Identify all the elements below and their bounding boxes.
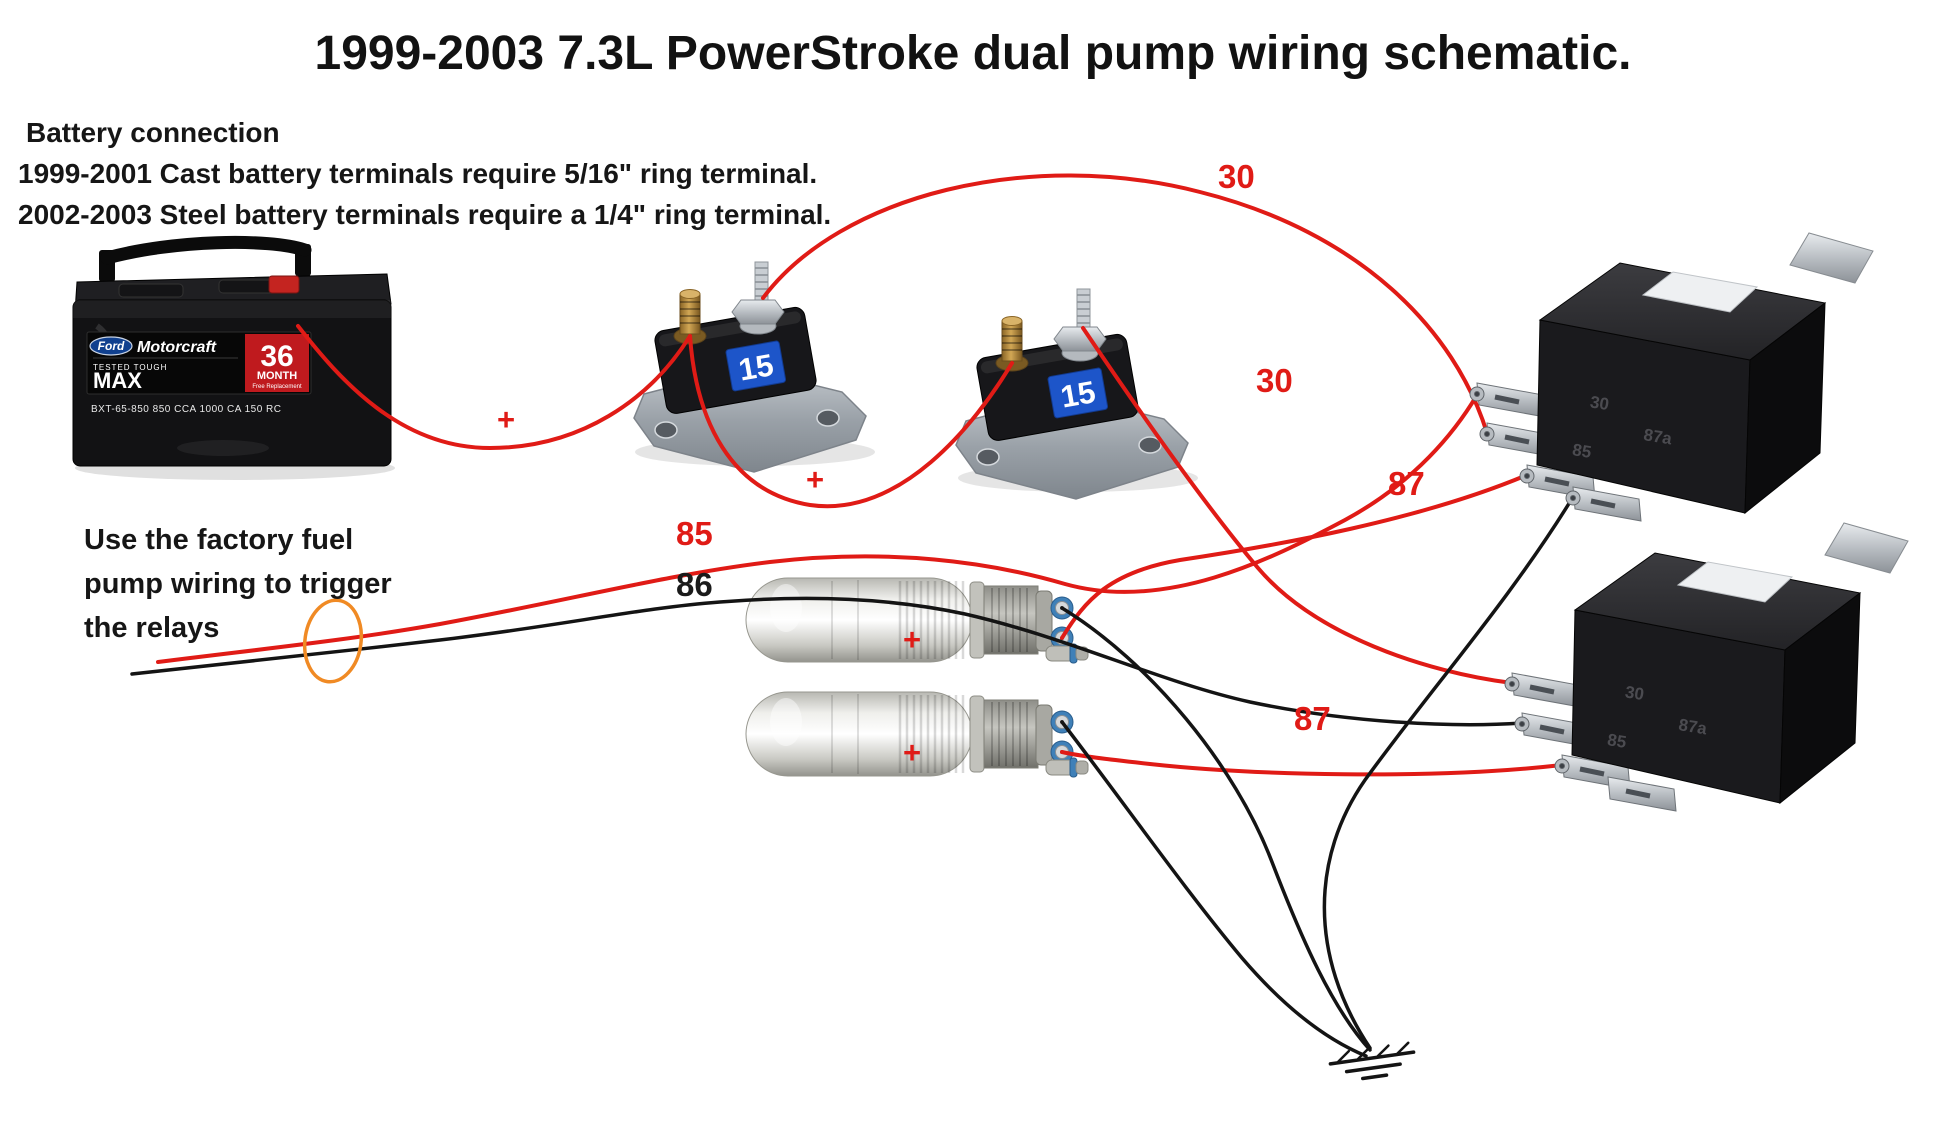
pump2-collar (969, 695, 985, 773)
pump1-seams (831, 580, 859, 660)
battery-months: 36 (260, 340, 293, 373)
wire-87-relay2-to-pump2 (1060, 750, 1564, 777)
wire-87-relay1-to-pump1 (1060, 473, 1529, 640)
pump2-sheen (770, 698, 802, 746)
pump1-collar (969, 581, 985, 659)
battery-case-sheen (73, 300, 391, 318)
ring-terminals (1469, 386, 1581, 774)
label-plus-battery: + (497, 402, 516, 437)
fuel-pump-2 (745, 691, 1089, 778)
wire-breaker1-to-breaker2 (688, 334, 1014, 509)
battery-spec: BXT-65-850 850 CCA 1000 CA 150 RC (91, 404, 282, 415)
wires (130, 173, 1575, 1058)
wire-ground-pump1 (1060, 606, 1372, 1052)
pump1-outlet (1045, 643, 1089, 664)
label-30-relay1: 30 (1218, 158, 1255, 195)
breaker1-mount-hole-left (654, 421, 678, 439)
wire-battery-to-breaker1 (296, 324, 692, 451)
battery-notes-line1: 1999-2001 Cast battery terminals require… (18, 158, 818, 189)
pump2-outlet (1045, 757, 1089, 778)
battery-handle (100, 235, 312, 265)
pump1-end-plate (1035, 590, 1053, 652)
pump1-ribs (898, 581, 965, 659)
breaker1-rating-label (725, 340, 787, 392)
pump2-drum-ribs (991, 702, 1028, 766)
battery-notes: Battery connection 1999-2001 Cast batter… (18, 112, 831, 235)
relay1-label-sticker (1641, 271, 1759, 313)
relay2-side-face (1779, 591, 1861, 805)
relay1-side-face (1744, 301, 1826, 515)
label-30-relay2: 30 (1256, 362, 1293, 399)
breaker2-rating-label (1047, 367, 1109, 419)
label-86: 86 (676, 566, 713, 603)
relay1-pin-85: 85 (1571, 440, 1593, 462)
wire-30-breaker2-to-relay2 (1081, 326, 1514, 685)
relay1-mount-bracket (1789, 232, 1874, 284)
battery-month-label: MONTH (257, 370, 297, 382)
label-plus-pump1: + (903, 622, 922, 657)
battery-scuff (177, 440, 269, 456)
breaker2-silver-terminal (1053, 288, 1107, 362)
battery-warranty-box (245, 334, 309, 392)
label-plus-breaker2: + (806, 462, 825, 497)
circuit-breaker-2: 15 (955, 288, 1189, 500)
relay2-label-sticker (1676, 561, 1794, 603)
ground-symbol (1328, 1041, 1416, 1081)
battery-brand: Motorcraft (137, 339, 217, 356)
pump2-end-plate (1035, 704, 1053, 766)
relay2-pin-87a: 87a (1677, 715, 1709, 738)
relay2-molded-pin-labels: 30 87a 85 (1606, 682, 1709, 752)
relay-1: 30 87a 85 (1476, 232, 1874, 522)
label-87-relay2: 87 (1294, 700, 1331, 737)
label-plus-pump2: + (903, 735, 922, 770)
relay1-pin-87a: 87a (1642, 425, 1674, 448)
wire-ground-relay1 (1322, 495, 1575, 1050)
breaker1-mount-hole-right (816, 409, 840, 427)
battery: Ford Motorcraft TESTED TOUGH MAX 36 MONT… (72, 235, 392, 467)
battery-warranty-text: Free Replacement (252, 384, 302, 390)
breaker1-amp-rating: 15 (736, 347, 776, 387)
pump2-seams (831, 694, 859, 774)
relay2-pin-30: 30 (1624, 682, 1646, 704)
ford-logo-oval (89, 336, 133, 356)
pump2-end-drum (983, 699, 1039, 769)
label-85: 85 (676, 515, 713, 552)
breaker2-amp-rating: 15 (1058, 374, 1098, 414)
label-87-relay1: 87 (1388, 465, 1425, 502)
battery-notes-heading: Battery connection (26, 117, 280, 148)
wire-ground-pump2 (1060, 720, 1368, 1058)
breaker1-silver-terminal (731, 261, 785, 335)
pump1-sheen (770, 584, 802, 632)
wire-30-breaker1-to-relay1 (761, 173, 1489, 435)
battery-positive-cap (268, 275, 300, 294)
trigger-note: Use the factory fuel pump wiring to trig… (84, 524, 392, 644)
relay2-pin-85: 85 (1606, 730, 1628, 752)
relay-2: 30 87a 85 (1511, 522, 1909, 812)
wire-86-trigger-black (130, 596, 1524, 727)
pump2-ribs (898, 695, 965, 773)
relay2-mount-bracket (1824, 522, 1909, 574)
circuit-breaker-1: 15 (633, 261, 867, 473)
battery-vent-cap-left (118, 283, 184, 298)
breaker2-mount-hole-right (1138, 436, 1162, 454)
wire-85-trigger-red (156, 393, 1479, 664)
breaker2-mount-hole-left (976, 448, 1000, 466)
relay1-molded-pin-labels: 30 87a 85 (1571, 392, 1674, 462)
battery-notes-line2: 2002-2003 Steel battery terminals requir… (18, 199, 832, 230)
relay1-pin-30: 30 (1589, 392, 1611, 414)
splice-highlight-circle (302, 598, 364, 684)
battery-series: MAX (93, 368, 142, 393)
schematic-title: 1999-2003 7.3L PowerStroke dual pump wir… (314, 27, 1632, 80)
battery-tested-tough: TESTED TOUGH (93, 363, 167, 372)
ford-logo-text: Ford (98, 339, 125, 353)
